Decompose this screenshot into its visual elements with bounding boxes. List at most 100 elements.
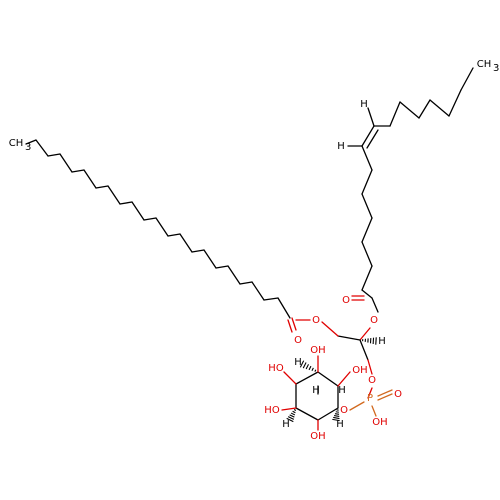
alkene-h-upper: H <box>360 99 368 110</box>
ch3-label-top: CH <box>477 59 492 70</box>
saturated-chain <box>239 281 253 285</box>
unsaturated-chain-middle <box>361 169 373 195</box>
inositol-ring-bond <box>295 407 319 421</box>
unsaturated-chain-tail <box>429 99 450 117</box>
ring-oh-3: HO <box>264 405 280 416</box>
saturated-chain <box>95 185 109 189</box>
phosphate-oh: OH <box>372 417 387 428</box>
unsaturated-chain-middle <box>361 193 373 219</box>
ring-hashed-h <box>290 412 296 416</box>
unsaturated-chain-tail <box>399 101 420 119</box>
ester-oxygen-left: O <box>312 315 320 326</box>
ring-h-1: H <box>294 357 302 368</box>
ring-oh-1: HO <box>268 363 284 374</box>
glycerol-o-bond <box>321 321 339 337</box>
ring-hashed-h <box>314 369 317 372</box>
glycerol-h: H <box>378 336 386 347</box>
saturated-chain <box>251 281 265 301</box>
saturated-chain <box>131 201 145 221</box>
ring-hashed-h <box>333 416 340 420</box>
ring-hashed-h <box>311 367 314 371</box>
inositol-ring-bond <box>317 371 339 387</box>
ring-oh-bond <box>281 407 297 411</box>
unsaturated-chain-tail <box>389 101 401 127</box>
ring-oh-5: OH <box>310 345 325 356</box>
saturated-chain <box>215 265 229 269</box>
saturated-chain <box>191 249 205 253</box>
ring-oh-6: OH <box>310 431 325 442</box>
saturated-chain <box>263 297 279 301</box>
saturated-chain <box>155 217 169 237</box>
phosphate-oxygen-link: O <box>368 375 376 386</box>
phosphate-oxygen-double: O <box>394 389 402 400</box>
alkene-h-bond <box>367 107 375 127</box>
unsaturated-chain-middle <box>361 145 373 171</box>
alkene-h-lower: H <box>337 141 345 152</box>
phosphorus: P <box>367 393 373 404</box>
saturated-chain <box>47 153 61 157</box>
alkene-double-bond <box>361 125 375 147</box>
ring-oh-bond <box>337 371 351 387</box>
ring-hashed-h <box>287 416 295 420</box>
ester-carbonyl-double-bond-left <box>291 317 297 331</box>
saturated-chain <box>107 185 121 205</box>
saturated-chain <box>277 297 291 319</box>
glycerol-bond <box>359 339 369 361</box>
ring-oh-bond <box>283 371 297 385</box>
ester-carbonyl-double-bond-left <box>287 319 293 333</box>
saturated-chain <box>25 139 37 145</box>
phosphate-oxygen-ring: O <box>340 405 348 416</box>
saturated-chain <box>35 139 49 157</box>
ring-hashed-h <box>308 365 312 371</box>
ring-hashed-h <box>332 418 340 422</box>
ester-carbonyl-oxygen-top: O <box>342 295 350 306</box>
glycerol-bond <box>337 335 361 341</box>
saturated-chain <box>167 233 181 237</box>
unsaturated-chain-middle <box>361 241 373 267</box>
ester-bond <box>371 297 379 313</box>
alkene-double-bond <box>366 129 379 149</box>
saturated-chain <box>179 233 193 253</box>
saturated-chain <box>59 153 73 173</box>
ring-hashed-h <box>286 417 294 423</box>
unsaturated-chain-middle <box>361 265 373 291</box>
ring-hashed-h <box>292 410 296 414</box>
unsaturated-chain-tail <box>460 67 474 91</box>
ring-oh-2: OH <box>352 365 367 376</box>
ring-h-3: H <box>312 385 320 396</box>
inositol-ring-bond <box>295 371 319 385</box>
ring-h-5: H <box>336 419 344 430</box>
ester-o-bond <box>359 327 371 341</box>
ester-carbonyl-oxygen-left: O <box>294 335 302 346</box>
unsaturated-chain-middle <box>361 217 373 243</box>
ring-h-2: H <box>338 385 346 396</box>
phosphate-oh-bond <box>371 405 377 417</box>
ch3-subscript-left: 3 <box>25 142 31 153</box>
ch3-subscript-top: 3 <box>493 63 499 74</box>
ch3-label-left: CH <box>9 138 24 149</box>
ring-hashed-h <box>293 409 297 411</box>
phosphate-bond <box>367 387 373 399</box>
phosphate-ring-bond <box>349 401 365 411</box>
saturated-chain <box>203 249 217 269</box>
phosphate-double-bond <box>377 389 393 397</box>
phosphate-double-bond <box>377 393 393 401</box>
unsaturated-chain-tail <box>448 89 462 117</box>
saturated-chain <box>119 201 133 205</box>
ring-hashed-h <box>289 414 295 418</box>
saturated-chain <box>227 265 241 285</box>
saturated-chain <box>143 217 157 221</box>
saturated-chain <box>71 169 85 173</box>
glycerol-bond <box>367 359 373 375</box>
ring-hashed-h <box>334 413 340 415</box>
ring-hashed-h <box>305 364 310 370</box>
ester-oxygen-glycerol: O <box>370 315 378 326</box>
unsaturated-chain-tail <box>418 99 431 119</box>
ring-hashed-h <box>335 411 339 413</box>
ring-hashed-h <box>302 362 307 369</box>
inositol-ring-bond <box>317 407 339 421</box>
ring-h-4: H <box>282 419 290 430</box>
saturated-chain <box>83 169 97 189</box>
unsaturated-chain-middle <box>361 289 373 299</box>
